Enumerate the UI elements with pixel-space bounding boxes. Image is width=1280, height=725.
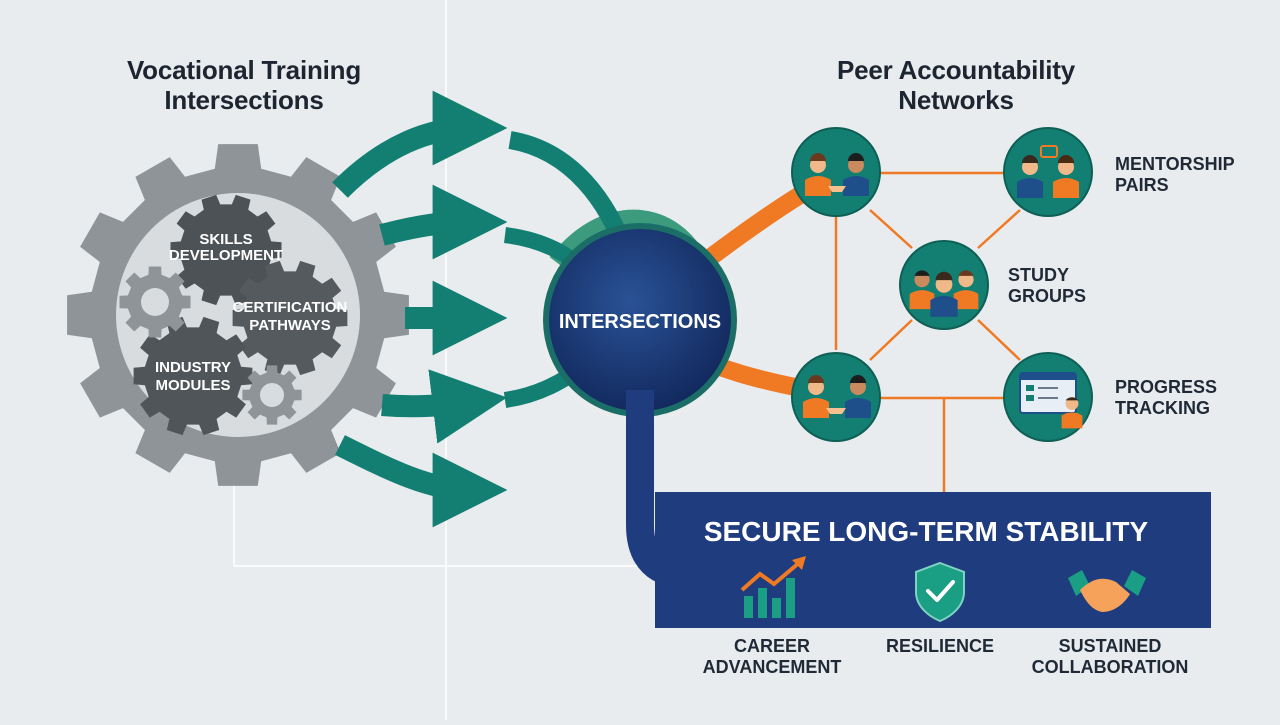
left-heading-line1: Vocational Training [126, 55, 362, 85]
nodeB-circle [1003, 127, 1093, 217]
chat-bubble-icon [1040, 145, 1058, 158]
dashboard-line [1038, 397, 1058, 399]
flow-arrows [332, 90, 639, 528]
banner-title: SECURE LONG-TERM STABILITY [704, 516, 1149, 547]
gear-certification-pathways [232, 260, 348, 376]
mentee-body [1053, 178, 1079, 198]
gearSmall2-hole [260, 383, 284, 407]
gear-skills-line2: DEVELOPMENT [169, 247, 283, 264]
handshake-icon [1068, 570, 1146, 612]
right-heading-line2: Networks [898, 84, 1014, 115]
handshake-hands [828, 186, 846, 192]
partner-right-hair [850, 375, 866, 383]
node-label-mentorship: MENTORSHIP PAIRS [1115, 154, 1255, 195]
member-right-hair [958, 270, 974, 276]
node-label-line2: PAIRS [1115, 174, 1169, 195]
node-label-line1: PROGRESS [1115, 377, 1218, 397]
dashboard-line [1038, 387, 1058, 389]
person-right-body [843, 176, 869, 196]
left-heading-line2: Intersections [164, 84, 324, 115]
right-heading-line1: Peer Accountability [837, 55, 1075, 85]
gear-cert-line2: PATHWAYS [249, 317, 330, 334]
node-label-line1: STUDY [1008, 265, 1070, 285]
right-heading: Peer Accountability Networks [796, 55, 1116, 116]
small-gear-icon [242, 365, 302, 425]
person-left-hair [810, 153, 826, 161]
node-handshake-top [791, 127, 881, 217]
gear-skills-development [170, 194, 282, 306]
outcome-line2: ADVANCEMENT [702, 656, 842, 677]
node-label-study-groups: STUDY GROUPS [1008, 265, 1128, 306]
member-center-body [930, 295, 958, 317]
member-left-hair [914, 270, 930, 276]
nodeA-circle [791, 127, 881, 217]
dashboard-block [1026, 395, 1034, 401]
shield-check-icon [915, 561, 965, 623]
outcome-line1: SUSTAINED [1058, 636, 1162, 656]
outcome-collaboration: SUSTAINED COLLABORATION [1020, 636, 1200, 677]
member-center-hair [935, 271, 953, 281]
person-left-body [805, 176, 831, 196]
outcome-line1: RESILIENCE [885, 636, 995, 656]
gearCert-body [232, 260, 348, 376]
left-heading: Vocational Training Intersections [84, 55, 404, 116]
tracker-hair [1065, 397, 1079, 401]
node-progress-tracking [1003, 352, 1093, 442]
flow-arrow-1 [332, 90, 508, 198]
mentor-hair [1022, 155, 1038, 163]
hub-label: INTERSECTIONS [559, 311, 721, 333]
gearSmall1-hole [141, 288, 169, 316]
gearIndustry-body [133, 316, 253, 436]
gear-skills-line1: SKILLS [199, 231, 252, 248]
outcome-line2: COLLABORATION [1031, 656, 1189, 677]
member-left-body [909, 290, 935, 310]
mentor-body [1017, 178, 1043, 198]
node-label-line2: GROUPS [1008, 285, 1087, 306]
partner-left-hair [808, 375, 824, 383]
outcome-career: CAREER ADVANCEMENT [692, 636, 852, 677]
small-gear-icon [119, 266, 191, 338]
nodeD-circle [791, 352, 881, 442]
tracker-body [1061, 412, 1083, 429]
node-label-progress: PROGRESS TRACKING [1115, 377, 1255, 418]
partner-right-body [845, 398, 871, 418]
dashboard-titlebar [1020, 373, 1076, 380]
gear-industry-line2: MODULES [156, 377, 231, 394]
node-mentorship [1003, 127, 1093, 217]
growth-chart-icon [740, 556, 806, 618]
gear-cert-line1: CERTIFICATION [233, 299, 348, 316]
mentee-hair [1058, 155, 1074, 163]
gear-industry-line1: INDUSTRY [155, 359, 231, 376]
partner-left-body [803, 398, 829, 418]
flow-arrow-2 [379, 184, 508, 260]
flow-arrow-5 [335, 435, 508, 528]
member-right-body [953, 290, 979, 310]
person-right-hair [848, 153, 864, 161]
tracker-head [1065, 397, 1079, 410]
network-lines [834, 171, 1021, 492]
handshake-hands [826, 408, 846, 414]
member-center-head [935, 275, 953, 293]
flow-arrow-4 [381, 369, 508, 444]
node-label-line1: MENTORSHIP [1115, 154, 1235, 174]
gear-industry-modules [133, 316, 253, 436]
outcome-resilience: RESILIENCE [860, 636, 1020, 657]
node-study-groups [899, 240, 989, 330]
outcome-line1: CAREER [733, 636, 810, 656]
dashboard-block [1026, 385, 1034, 391]
node-label-line2: TRACKING [1115, 397, 1210, 418]
node-handshake-bottom [791, 352, 881, 442]
gearSkills-body [170, 194, 282, 306]
